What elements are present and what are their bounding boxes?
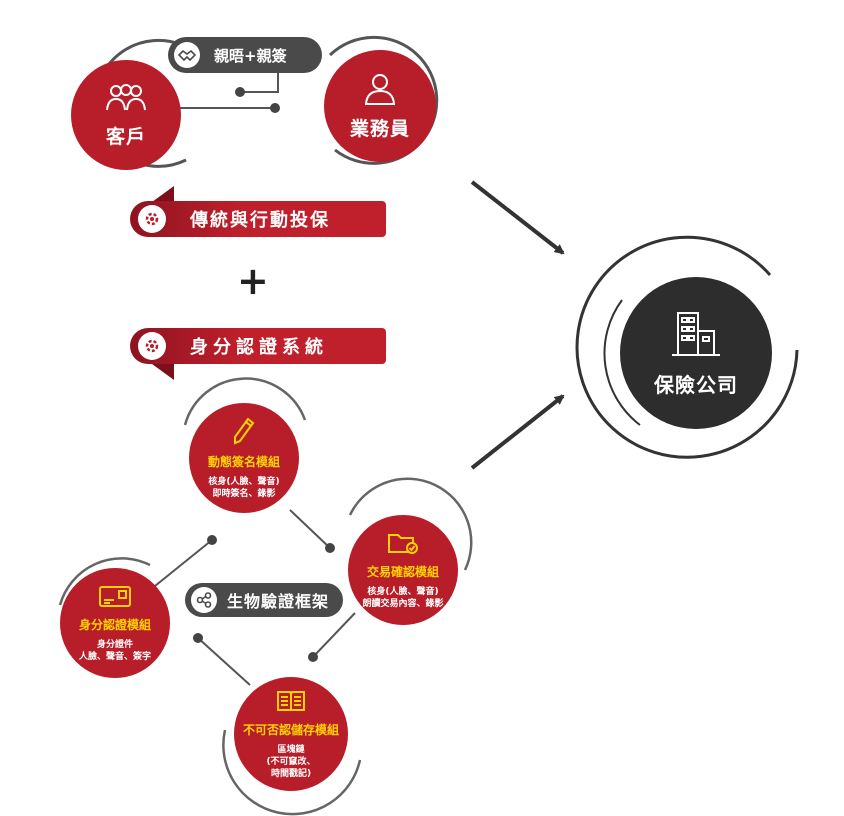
arrow-up-right [470,394,565,470]
insurer-node: 保險公司 [620,277,772,429]
plus-sign: + [237,259,269,303]
module-desc: 核身(人臉、聲音) 朗讀交易內容、錄影 [362,586,444,609]
module-ring-2 [348,477,473,571]
handshake-icon [174,42,200,68]
module-desc: 身分證件 人臉、聲音、簽字 [78,639,151,662]
module-ring-3 [58,557,151,606]
gear-icon [138,205,166,233]
module-desc: 核身(人臉、聲音) 即時簽名、錄影 [208,476,280,499]
customer-node: 客戶 [71,60,181,170]
module-ring-4 [222,729,362,816]
face-to-face-pill: 親晤+親簽 [168,37,322,73]
face-to-face-label: 親晤+親簽 [214,46,287,65]
traditional-mobile-label: 傳統與行動投保 [190,210,330,231]
module-title: 身分認證模組 [78,617,151,632]
banner-fold-bottom [152,364,174,380]
insurer-label: 保險公司 [654,372,738,397]
group-users-icon [104,82,148,118]
biometric-framework-label: 生物驗證框架 [227,592,330,611]
folder-check-icon [387,531,419,559]
module-title: 動態簽名模組 [207,454,280,469]
share-nodes-icon [191,587,217,613]
insurer-ring-outer [575,235,799,459]
customer-label: 客戶 [105,125,146,148]
arrow-down-right [470,180,565,255]
agent-ring [328,35,439,165]
identity-auth-module: 身分認證模組 身分證件 人臉、聲音、簽字 [60,568,170,678]
insurer-ring-inner [603,299,641,426]
traditional-mobile-banner: 傳統與行動投保 [130,201,386,237]
module-title: 交易確認模組 [366,564,439,579]
id-card-icon [98,584,132,612]
person-icon [362,72,398,110]
building-icon [668,309,724,361]
agent-label: 業務員 [349,117,410,140]
dynamic-signature-module: 動態簽名模組 核身(人臉、聲音) 即時簽名、錄影 [189,403,299,513]
pen-icon [232,417,256,449]
banner-fold-top [152,186,174,202]
gear-icon [138,332,166,360]
identity-system-label: 身分認證系統 [190,337,328,358]
non-repudiation-module: 不可否認儲存模組 區塊鏈 (不可竄改、 時間戳記) [234,677,348,791]
module-ring-1 [183,377,307,426]
identity-system-banner: 身分認證系統 [130,328,386,364]
module-title: 不可否認儲存模組 [242,722,339,737]
transaction-confirm-module: 交易確認模組 核身(人臉、聲音) 朗讀交易內容、錄影 [348,515,458,625]
biometric-framework-pill: 生物驗證框架 [185,583,343,617]
book-icon [276,689,306,717]
agent-node: 業務員 [324,50,436,162]
module-desc: 區塊鏈 (不可竄改、 時間戳記) [266,744,316,779]
